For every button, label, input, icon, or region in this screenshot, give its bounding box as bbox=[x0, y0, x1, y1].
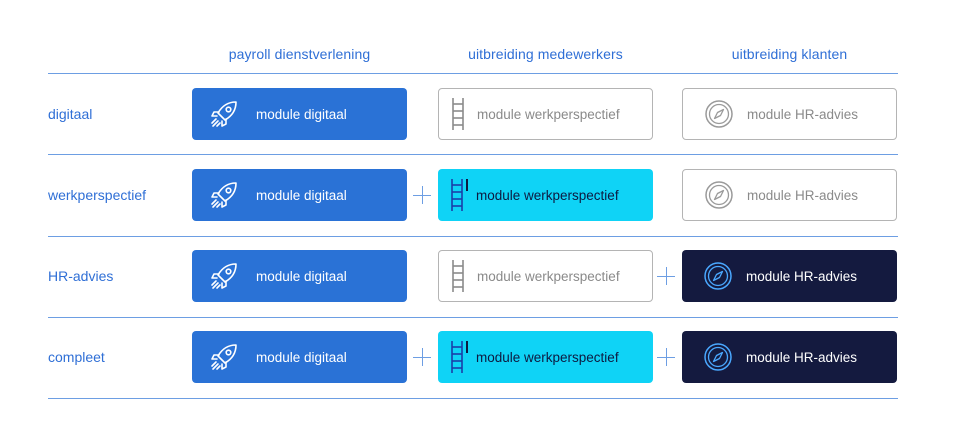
module-label: module werkperspectief bbox=[476, 349, 619, 365]
module-card-module-hr-advies[interactable]: module HR-advies bbox=[682, 331, 897, 383]
plus-icon bbox=[657, 348, 675, 366]
module-label: module HR-advies bbox=[746, 349, 858, 365]
module-card-module-hr-advies[interactable]: module HR-advies bbox=[682, 169, 897, 221]
column-header-payroll: payroll dienstverlening bbox=[228, 46, 371, 62]
module-label: module digitaal bbox=[256, 349, 347, 365]
module-card-module-digitaal[interactable]: module digitaal bbox=[192, 250, 407, 302]
module-label: module werkperspectief bbox=[476, 187, 619, 203]
divider bbox=[48, 398, 898, 399]
compass-icon bbox=[699, 94, 739, 134]
column-header-klanten: uitbreiding klanten bbox=[731, 46, 848, 62]
module-card-module-werkperspectief[interactable]: module werkperspectief bbox=[438, 331, 653, 383]
plus-icon bbox=[413, 348, 431, 366]
column-header-medewerkers: uitbreiding medewerkers bbox=[468, 46, 623, 62]
rocket-icon bbox=[204, 337, 244, 377]
row-label-werkperspectief: werkperspectief bbox=[48, 187, 147, 203]
module-label: module werkperspectief bbox=[477, 268, 620, 284]
ladder-icon bbox=[443, 94, 477, 134]
module-card-module-werkperspectief[interactable]: module werkperspectief bbox=[438, 250, 653, 302]
module-card-module-digitaal[interactable]: module digitaal bbox=[192, 331, 407, 383]
row-label-compleet: compleet bbox=[48, 349, 105, 365]
divider bbox=[48, 236, 898, 237]
module-label: module HR-advies bbox=[747, 106, 859, 122]
module-label: module digitaal bbox=[256, 187, 347, 203]
module-card-module-werkperspectief[interactable]: module werkperspectief bbox=[438, 88, 653, 140]
plus-icon bbox=[657, 267, 675, 285]
rocket-icon bbox=[204, 175, 244, 215]
module-card-module-hr-advies[interactable]: module HR-advies bbox=[682, 250, 897, 302]
divider bbox=[48, 154, 898, 155]
module-label: module digitaal bbox=[256, 268, 347, 284]
ladder-icon bbox=[443, 256, 477, 296]
ladder-icon bbox=[442, 175, 476, 215]
module-card-module-digitaal[interactable]: module digitaal bbox=[192, 88, 407, 140]
rocket-icon bbox=[204, 256, 244, 296]
compass-icon bbox=[699, 175, 739, 215]
module-label: module HR-advies bbox=[747, 187, 859, 203]
module-card-module-werkperspectief[interactable]: module werkperspectief bbox=[438, 169, 653, 221]
row-label-hr-advies: HR-advies bbox=[48, 268, 114, 284]
row-label-digitaal: digitaal bbox=[48, 106, 93, 122]
compass-icon bbox=[698, 337, 738, 377]
module-card-module-digitaal[interactable]: module digitaal bbox=[192, 169, 407, 221]
compass-icon bbox=[698, 256, 738, 296]
divider bbox=[48, 317, 898, 318]
ladder-icon bbox=[442, 337, 476, 377]
plus-icon bbox=[413, 186, 431, 204]
rocket-icon bbox=[204, 94, 244, 134]
divider bbox=[48, 73, 898, 74]
module-label: module werkperspectief bbox=[477, 106, 620, 122]
module-label: module digitaal bbox=[256, 106, 347, 122]
module-card-module-hr-advies[interactable]: module HR-advies bbox=[682, 88, 897, 140]
module-label: module HR-advies bbox=[746, 268, 858, 284]
